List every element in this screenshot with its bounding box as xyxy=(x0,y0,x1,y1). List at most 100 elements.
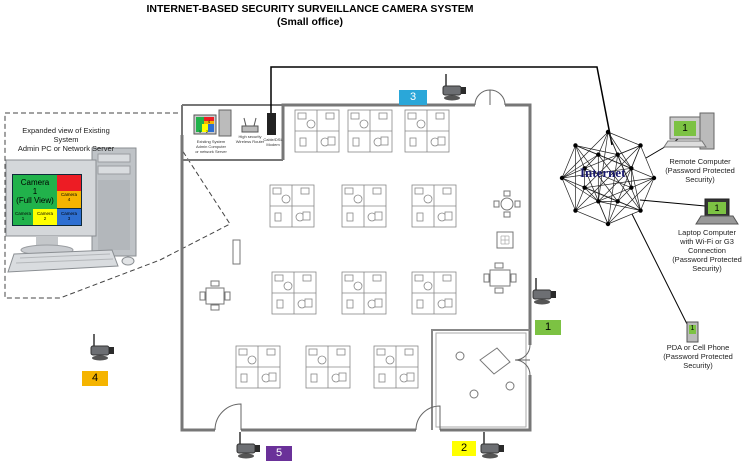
desk-chair xyxy=(276,299,284,309)
desk-chair xyxy=(268,372,277,382)
network-link xyxy=(598,154,632,169)
laptop-line3: Connection xyxy=(688,246,726,255)
desk-cluster xyxy=(305,345,351,389)
monitor-cam1-line2: 1 xyxy=(21,216,25,221)
laptop-screen-number: 1 xyxy=(714,203,720,213)
network-link xyxy=(617,154,632,188)
desk-chair xyxy=(306,119,316,129)
remote-computer-line3: Security) xyxy=(685,175,715,184)
doors xyxy=(214,89,531,431)
desk-monitor xyxy=(266,348,276,356)
desk-cluster xyxy=(404,109,450,153)
mini-cam2: 2 xyxy=(205,129,209,134)
network-node xyxy=(629,185,634,190)
network-node xyxy=(651,175,657,181)
desk-chair xyxy=(346,299,354,309)
desk-chair xyxy=(423,281,433,291)
desk-monitor xyxy=(414,274,424,282)
monitor-cam3-view xyxy=(57,209,81,225)
desk-chair xyxy=(338,372,347,382)
camera-3-device-base xyxy=(444,95,460,101)
desk-chair xyxy=(437,136,446,146)
camera-3-device-body xyxy=(442,85,462,96)
desk-chair xyxy=(374,298,383,308)
desk-monitor xyxy=(325,112,335,120)
network-node xyxy=(638,143,643,148)
network-link xyxy=(607,131,632,169)
desk-chair xyxy=(299,137,307,147)
camera-4-badge: 4 xyxy=(82,371,108,386)
network-link xyxy=(640,177,655,211)
modem-internet-line xyxy=(270,66,613,146)
desk-chair xyxy=(240,373,248,383)
desk-cluster xyxy=(235,345,281,389)
network-link xyxy=(584,154,599,169)
diagram-title: INTERNET-BASED SECURITY SURVEILLANCE CAM… xyxy=(146,3,474,15)
monitor-cam2-line1: Camera xyxy=(36,211,53,216)
desk-monitor xyxy=(274,274,284,282)
desk-monitor xyxy=(336,348,346,356)
network-link xyxy=(584,145,641,169)
desk-cluster xyxy=(271,271,317,315)
network-link xyxy=(561,177,599,202)
internet-label: Internet xyxy=(580,165,626,180)
monitor-cam1-view xyxy=(13,209,33,225)
desk-clusters xyxy=(235,109,457,389)
desk-cluster xyxy=(294,109,340,153)
camera-4-device-lens xyxy=(109,347,114,354)
network-link xyxy=(597,131,609,202)
network-link xyxy=(607,131,619,155)
desk-monitor xyxy=(414,187,424,195)
camera-4-device-base xyxy=(92,355,108,361)
monitor-main-view xyxy=(13,175,57,209)
network-link xyxy=(598,201,641,211)
network-link xyxy=(607,177,655,225)
pda-caption: PDA or Cell Phone (Password Protected Se… xyxy=(654,343,742,370)
network-link xyxy=(584,187,599,202)
desk-chair xyxy=(416,212,424,222)
remote-computer-icon xyxy=(663,112,715,150)
monitor-main-line1: Camera xyxy=(20,178,50,187)
desk-monitor xyxy=(302,274,312,282)
network-link xyxy=(607,154,619,225)
desk-chair xyxy=(380,136,389,146)
network-link xyxy=(575,145,618,155)
network-link xyxy=(575,210,609,225)
network-node xyxy=(605,221,611,227)
camera-5-badge: 5 xyxy=(266,446,292,461)
camera-1-badge: 1 xyxy=(535,320,561,335)
desk-monitor xyxy=(442,274,452,282)
camera-5-device xyxy=(236,432,260,459)
laptop-line2: with Wi-Fi or G3 xyxy=(680,237,734,246)
desk-chair xyxy=(317,355,327,365)
camera-2-badge: 2 xyxy=(452,441,476,456)
mini-cam4: 4 xyxy=(207,119,211,124)
monitor-cam2-label: Camera 2 xyxy=(33,211,57,221)
network-link xyxy=(561,177,576,211)
laptop-line5: Security) xyxy=(692,264,722,273)
camera-5-device-body xyxy=(236,443,256,454)
camera-2-device-base xyxy=(482,453,498,459)
network-node xyxy=(573,208,578,213)
desk-monitor xyxy=(435,112,445,120)
expanded-view-caption: Expanded view of Existing System Admin P… xyxy=(10,126,122,153)
internet-network-sphere xyxy=(559,129,657,227)
desk-chair xyxy=(374,211,383,221)
desk-monitor xyxy=(442,187,452,195)
inner-walls xyxy=(431,329,530,430)
network-link xyxy=(617,187,632,202)
desk-chair xyxy=(444,298,453,308)
pda-line3: Security) xyxy=(683,361,713,370)
laptop-line4: (Password Protected xyxy=(672,255,742,264)
admin-label-line3: or network Server xyxy=(195,149,227,154)
network-link xyxy=(607,201,619,225)
desk-monitor xyxy=(272,187,282,195)
desk-chair xyxy=(346,212,354,222)
network-node xyxy=(638,208,643,213)
monitor-main-line2: 1 xyxy=(32,187,38,196)
desk-cluster xyxy=(411,184,457,228)
network-link xyxy=(631,168,641,211)
monitor-main-line3: (Full View) xyxy=(16,196,54,205)
remote-computer-line1: Remote Computer xyxy=(669,157,731,166)
